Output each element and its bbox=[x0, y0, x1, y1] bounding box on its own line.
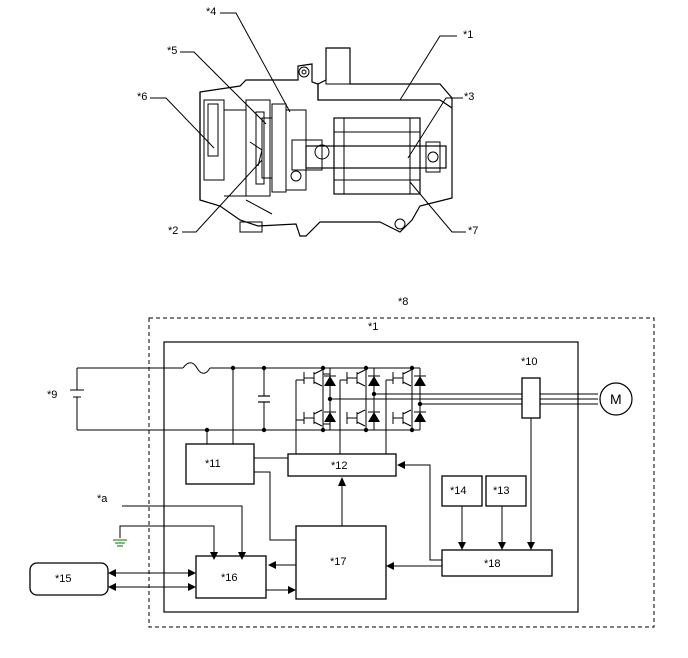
block-12 bbox=[287, 453, 397, 477]
block-18 bbox=[441, 549, 553, 577]
block-17 bbox=[295, 525, 387, 600]
block-14 bbox=[441, 475, 483, 507]
callout-3: *3 bbox=[464, 91, 474, 103]
block-15 bbox=[29, 562, 109, 596]
inverter-label: *1 bbox=[368, 321, 378, 333]
motor-label: M bbox=[610, 391, 622, 407]
capacitor bbox=[258, 365, 270, 433]
outer-dashed-boundary bbox=[148, 317, 655, 628]
block-18-label: *18 bbox=[484, 558, 501, 570]
block-17-label: *17 bbox=[330, 556, 347, 568]
block-12-label: *12 bbox=[331, 460, 348, 472]
callout-6: *6 bbox=[137, 91, 147, 103]
ground-symbol bbox=[113, 539, 127, 547]
phase-wires bbox=[327, 391, 598, 407]
signal-lines bbox=[108, 457, 506, 594]
callout-leaders bbox=[150, 12, 466, 233]
compressor-drawing bbox=[199, 47, 453, 237]
igbt-bridge bbox=[295, 365, 426, 454]
motor-symbol bbox=[599, 382, 633, 416]
battery bbox=[70, 368, 84, 430]
inverter-box bbox=[163, 341, 579, 613]
callout-5: *5 bbox=[167, 45, 177, 57]
block-13 bbox=[485, 475, 527, 507]
current-sensor-label: *10 bbox=[521, 356, 538, 368]
block-14-label: *14 bbox=[450, 485, 467, 497]
block-15-label: *15 bbox=[55, 573, 72, 585]
fuse-symbol bbox=[182, 362, 211, 374]
ground-ref-label: *a bbox=[97, 493, 108, 505]
block-16-label: *16 bbox=[221, 572, 238, 584]
block-13-label: *13 bbox=[493, 485, 510, 497]
current-sensor bbox=[521, 377, 541, 419]
block-11 bbox=[185, 443, 255, 485]
block-11-label: *11 bbox=[205, 458, 221, 470]
callout-4: *4 bbox=[206, 6, 216, 18]
callout-1: *1 bbox=[463, 29, 473, 41]
callout-2: *2 bbox=[168, 225, 178, 237]
outer-label: *8 bbox=[398, 296, 408, 308]
block-16 bbox=[195, 555, 267, 599]
callout-7: *7 bbox=[468, 225, 478, 237]
battery-label: *9 bbox=[47, 389, 57, 401]
